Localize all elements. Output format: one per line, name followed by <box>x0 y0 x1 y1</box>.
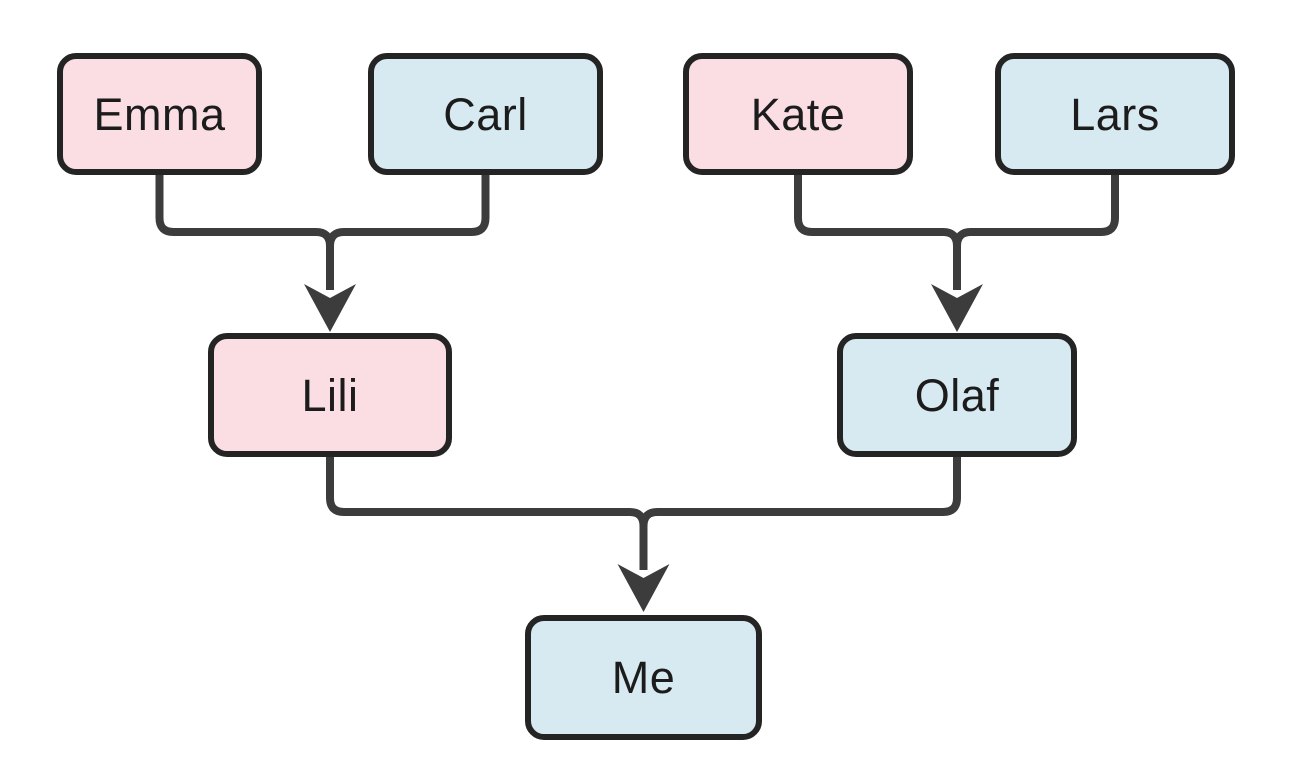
edge-kate-to-olaf <box>794 172 961 290</box>
node-carl-label: Carl <box>443 88 528 140</box>
edge-olaf-to-me <box>639 454 961 570</box>
arrowhead-icon <box>304 284 356 332</box>
node-me-label: Me <box>611 652 676 703</box>
node-lili-label: Lili <box>301 369 359 421</box>
node-kate: Kate <box>683 53 913 175</box>
node-lili: Lili <box>208 333 452 457</box>
edge-lili-to-me <box>326 454 648 570</box>
edge-lars-to-olaf <box>953 172 1119 290</box>
node-emma-label: Emma <box>93 88 226 140</box>
edge-emma-to-lili <box>155 172 334 290</box>
edge-carl-to-lili <box>326 172 490 290</box>
node-carl: Carl <box>368 53 603 175</box>
node-emma: Emma <box>57 53 262 175</box>
node-kate-label: Kate <box>750 88 846 140</box>
node-olaf: Olaf <box>837 333 1077 457</box>
node-olaf-label: Olaf <box>914 369 1000 421</box>
arrowhead-icon <box>931 284 983 332</box>
node-me: Me <box>525 615 762 740</box>
node-lars-label: Lars <box>1070 88 1160 140</box>
node-lars: Lars <box>995 53 1235 175</box>
arrowhead-icon <box>617 564 670 612</box>
